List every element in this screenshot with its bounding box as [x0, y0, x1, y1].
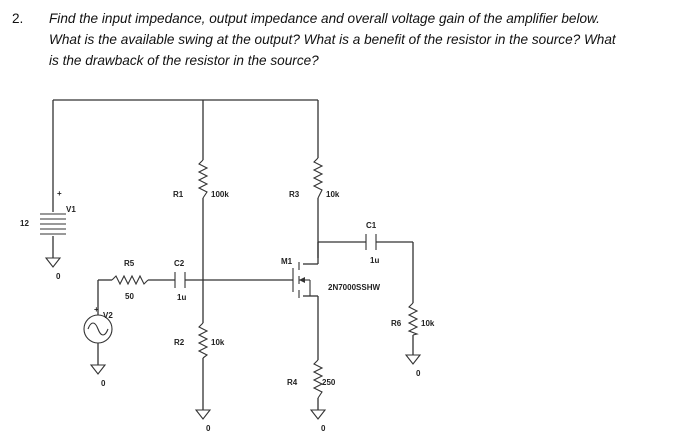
r4-label: R4: [287, 378, 298, 387]
c2-value: 1u: [177, 293, 186, 302]
r5-value: 50: [125, 292, 134, 301]
r1-resistor: R1 100k: [173, 159, 229, 199]
r5-label: R5: [124, 259, 135, 268]
m1-mosfet: M1 2N7000SSHW: [281, 257, 380, 298]
r6-label: R6: [391, 319, 402, 328]
v2-plus-marker: +: [94, 305, 99, 314]
r2-label: R2: [174, 338, 185, 347]
ground-v1-label: 0: [56, 272, 61, 281]
r6-resistor: R6 10k: [391, 302, 435, 336]
question-line-2: What is the available swing at the outpu…: [49, 32, 616, 47]
r4-resistor: R4 250: [287, 359, 336, 399]
c1-value: 1u: [370, 256, 379, 265]
v1-label: V1: [66, 205, 76, 214]
wires: [52, 99, 414, 410]
c1-capacitor: C1 1u: [365, 221, 379, 265]
question-line-1: Find the input impedance, output impedan…: [49, 11, 600, 26]
r1-label: R1: [173, 190, 184, 199]
question-number: 2.: [12, 11, 24, 26]
ground-v1: 0: [44, 257, 62, 281]
ground-r6: 0: [404, 354, 422, 378]
r4-value: 250: [322, 378, 336, 387]
ground-r6-label: 0: [416, 369, 421, 378]
v1-battery: + V1 12: [20, 189, 76, 235]
v2-label: V2: [103, 311, 113, 320]
r5-resistor: R5 50: [111, 259, 149, 301]
c1-label: C1: [366, 221, 377, 230]
ground-r4-label: 0: [321, 424, 326, 433]
r3-label: R3: [289, 190, 300, 199]
ground-v2: 0: [89, 364, 107, 388]
r2-value: 10k: [211, 338, 225, 347]
ground-v2-label: 0: [101, 379, 106, 388]
r3-value: 10k: [326, 190, 340, 199]
r1-value: 100k: [211, 190, 229, 199]
c2-label: C2: [174, 259, 185, 268]
v1-plus-marker: +: [57, 189, 62, 198]
m1-value: 2N7000SSHW: [328, 283, 380, 292]
r6-value: 10k: [421, 319, 435, 328]
r2-resistor: R2 10k: [174, 322, 225, 359]
v1-value: 12: [20, 219, 29, 228]
question-line-3: is the drawback of the resistor in the s…: [49, 53, 319, 68]
ground-r4: 0: [309, 409, 327, 433]
m1-label: M1: [281, 257, 293, 266]
ground-r2: 0: [194, 409, 212, 433]
r3-resistor: R3 10k: [289, 157, 340, 199]
ground-r2-label: 0: [206, 424, 211, 433]
c2-capacitor: C2 1u: [174, 259, 186, 302]
v2-ac-source: + V2: [83, 305, 113, 344]
